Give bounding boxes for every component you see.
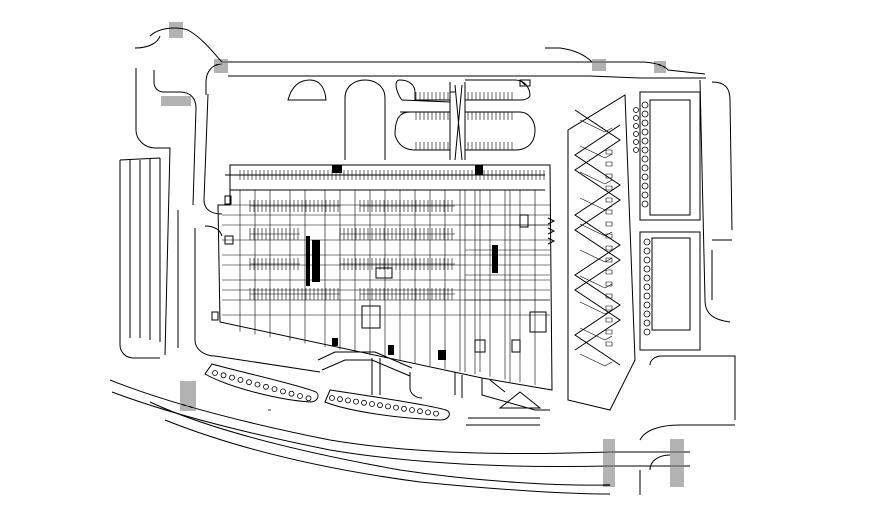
tree: [642, 192, 648, 198]
tree: [426, 410, 431, 415]
tree: [644, 275, 650, 281]
tree: [642, 111, 648, 117]
tree: [330, 396, 335, 401]
tree: [644, 239, 650, 245]
tree: [346, 398, 351, 403]
crosswalk: [162, 96, 190, 106]
tree: [386, 404, 391, 409]
tree: [370, 402, 375, 407]
tree: [644, 320, 650, 326]
tree: [378, 403, 383, 408]
tree: [634, 148, 639, 153]
tree: [434, 411, 439, 416]
tree: [410, 408, 415, 413]
tree: [213, 371, 218, 376]
tree: [642, 156, 648, 162]
tree: [230, 375, 235, 380]
crosswalk: [214, 60, 228, 72]
tree: [642, 174, 648, 180]
tree: [642, 201, 648, 207]
tree: [644, 266, 650, 272]
tree: [394, 405, 399, 410]
tree: [642, 120, 648, 126]
stair-core: [312, 240, 320, 282]
tree: [362, 400, 367, 405]
tree: [644, 257, 650, 263]
tree: [634, 124, 639, 129]
tree: [264, 384, 269, 389]
tree: [644, 248, 650, 254]
tree: [238, 377, 243, 382]
tree: [634, 116, 639, 121]
crosswalk: [670, 440, 684, 486]
tree: [644, 329, 650, 335]
crosswalk: [170, 22, 182, 38]
stair-core: [492, 245, 498, 273]
parking-building: [212, 165, 554, 425]
tree: [644, 284, 650, 290]
tree: [644, 302, 650, 308]
tree: [306, 396, 311, 401]
tree: [644, 311, 650, 317]
tree: [642, 129, 648, 135]
tree: [298, 394, 303, 399]
tree: [634, 140, 639, 145]
crosswalk: [654, 62, 666, 72]
tree: [634, 108, 639, 113]
crosswalk: [603, 440, 615, 486]
tree: [642, 165, 648, 171]
crosswalk: [180, 382, 196, 410]
tree: [247, 380, 252, 385]
tree: [402, 406, 407, 411]
tree: [354, 399, 359, 404]
tree: [418, 409, 423, 414]
tree: [642, 183, 648, 189]
tree-rows: [205, 364, 449, 420]
tree: [642, 147, 648, 153]
tree: [642, 138, 648, 144]
tree: [634, 132, 639, 137]
angled-parking-bays: [568, 92, 700, 410]
tree: [644, 293, 650, 299]
tree: [255, 382, 260, 387]
tree: [272, 387, 277, 392]
top-parking-islands: [288, 80, 535, 160]
crosswalks: [162, 22, 684, 486]
tree: [338, 397, 343, 402]
road-network: [110, 28, 735, 495]
tree: [281, 389, 286, 394]
tree: [221, 373, 226, 378]
tree: [289, 391, 294, 396]
tree: [642, 102, 648, 108]
crosswalk: [592, 60, 606, 70]
